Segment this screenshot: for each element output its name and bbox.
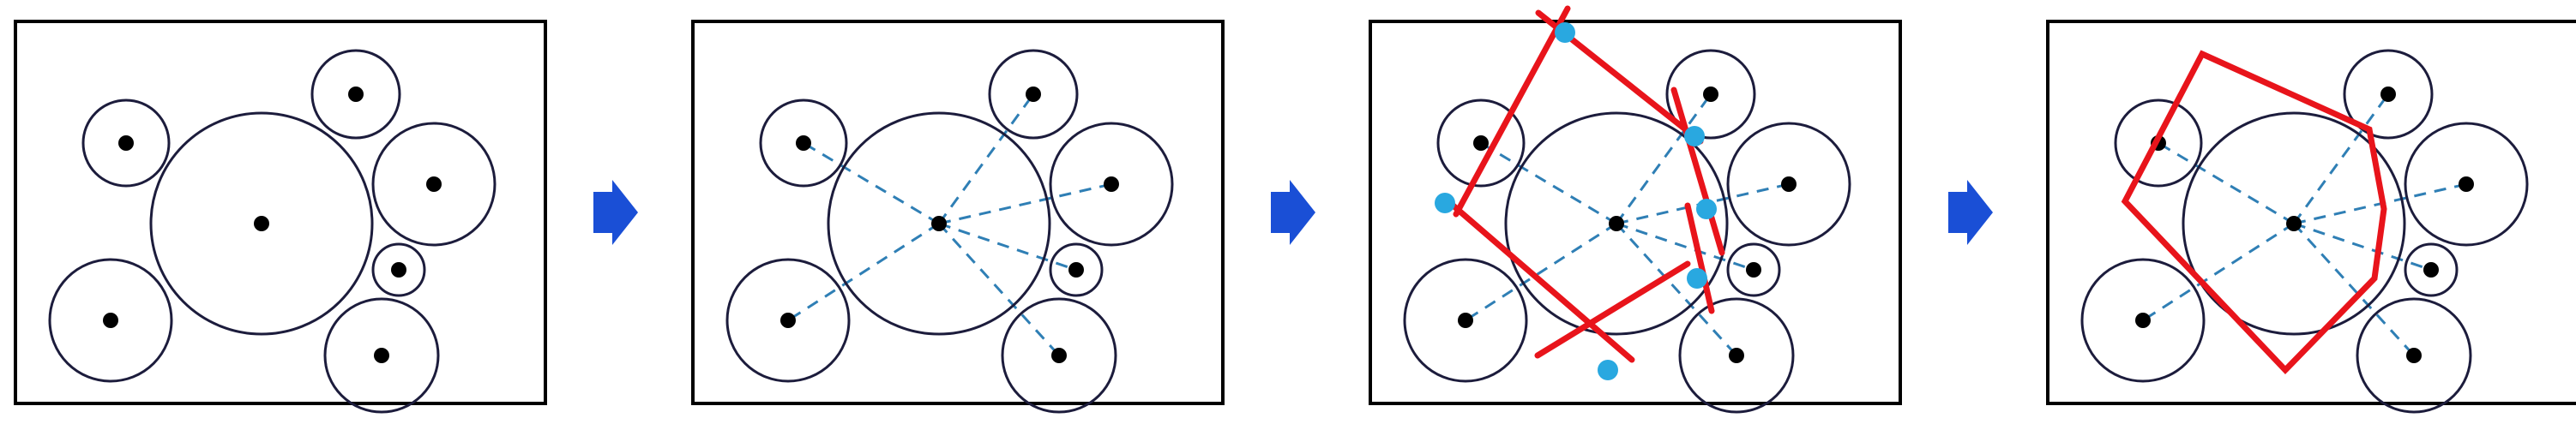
panel-1 (14, 20, 547, 414)
panel-3 (1369, 5, 1902, 414)
step-arrow-icon (1948, 180, 1993, 245)
step-arrow-icon (1271, 180, 1315, 245)
final-polygon (2121, 50, 2387, 375)
panel-2 (691, 20, 1225, 414)
panel-frame (1369, 20, 1902, 405)
intersection-points (1435, 22, 1717, 380)
step-arrow-icon (593, 180, 638, 245)
panel-frame (14, 20, 547, 405)
panel-frame (691, 20, 1225, 405)
panel-4 (2046, 20, 2576, 414)
